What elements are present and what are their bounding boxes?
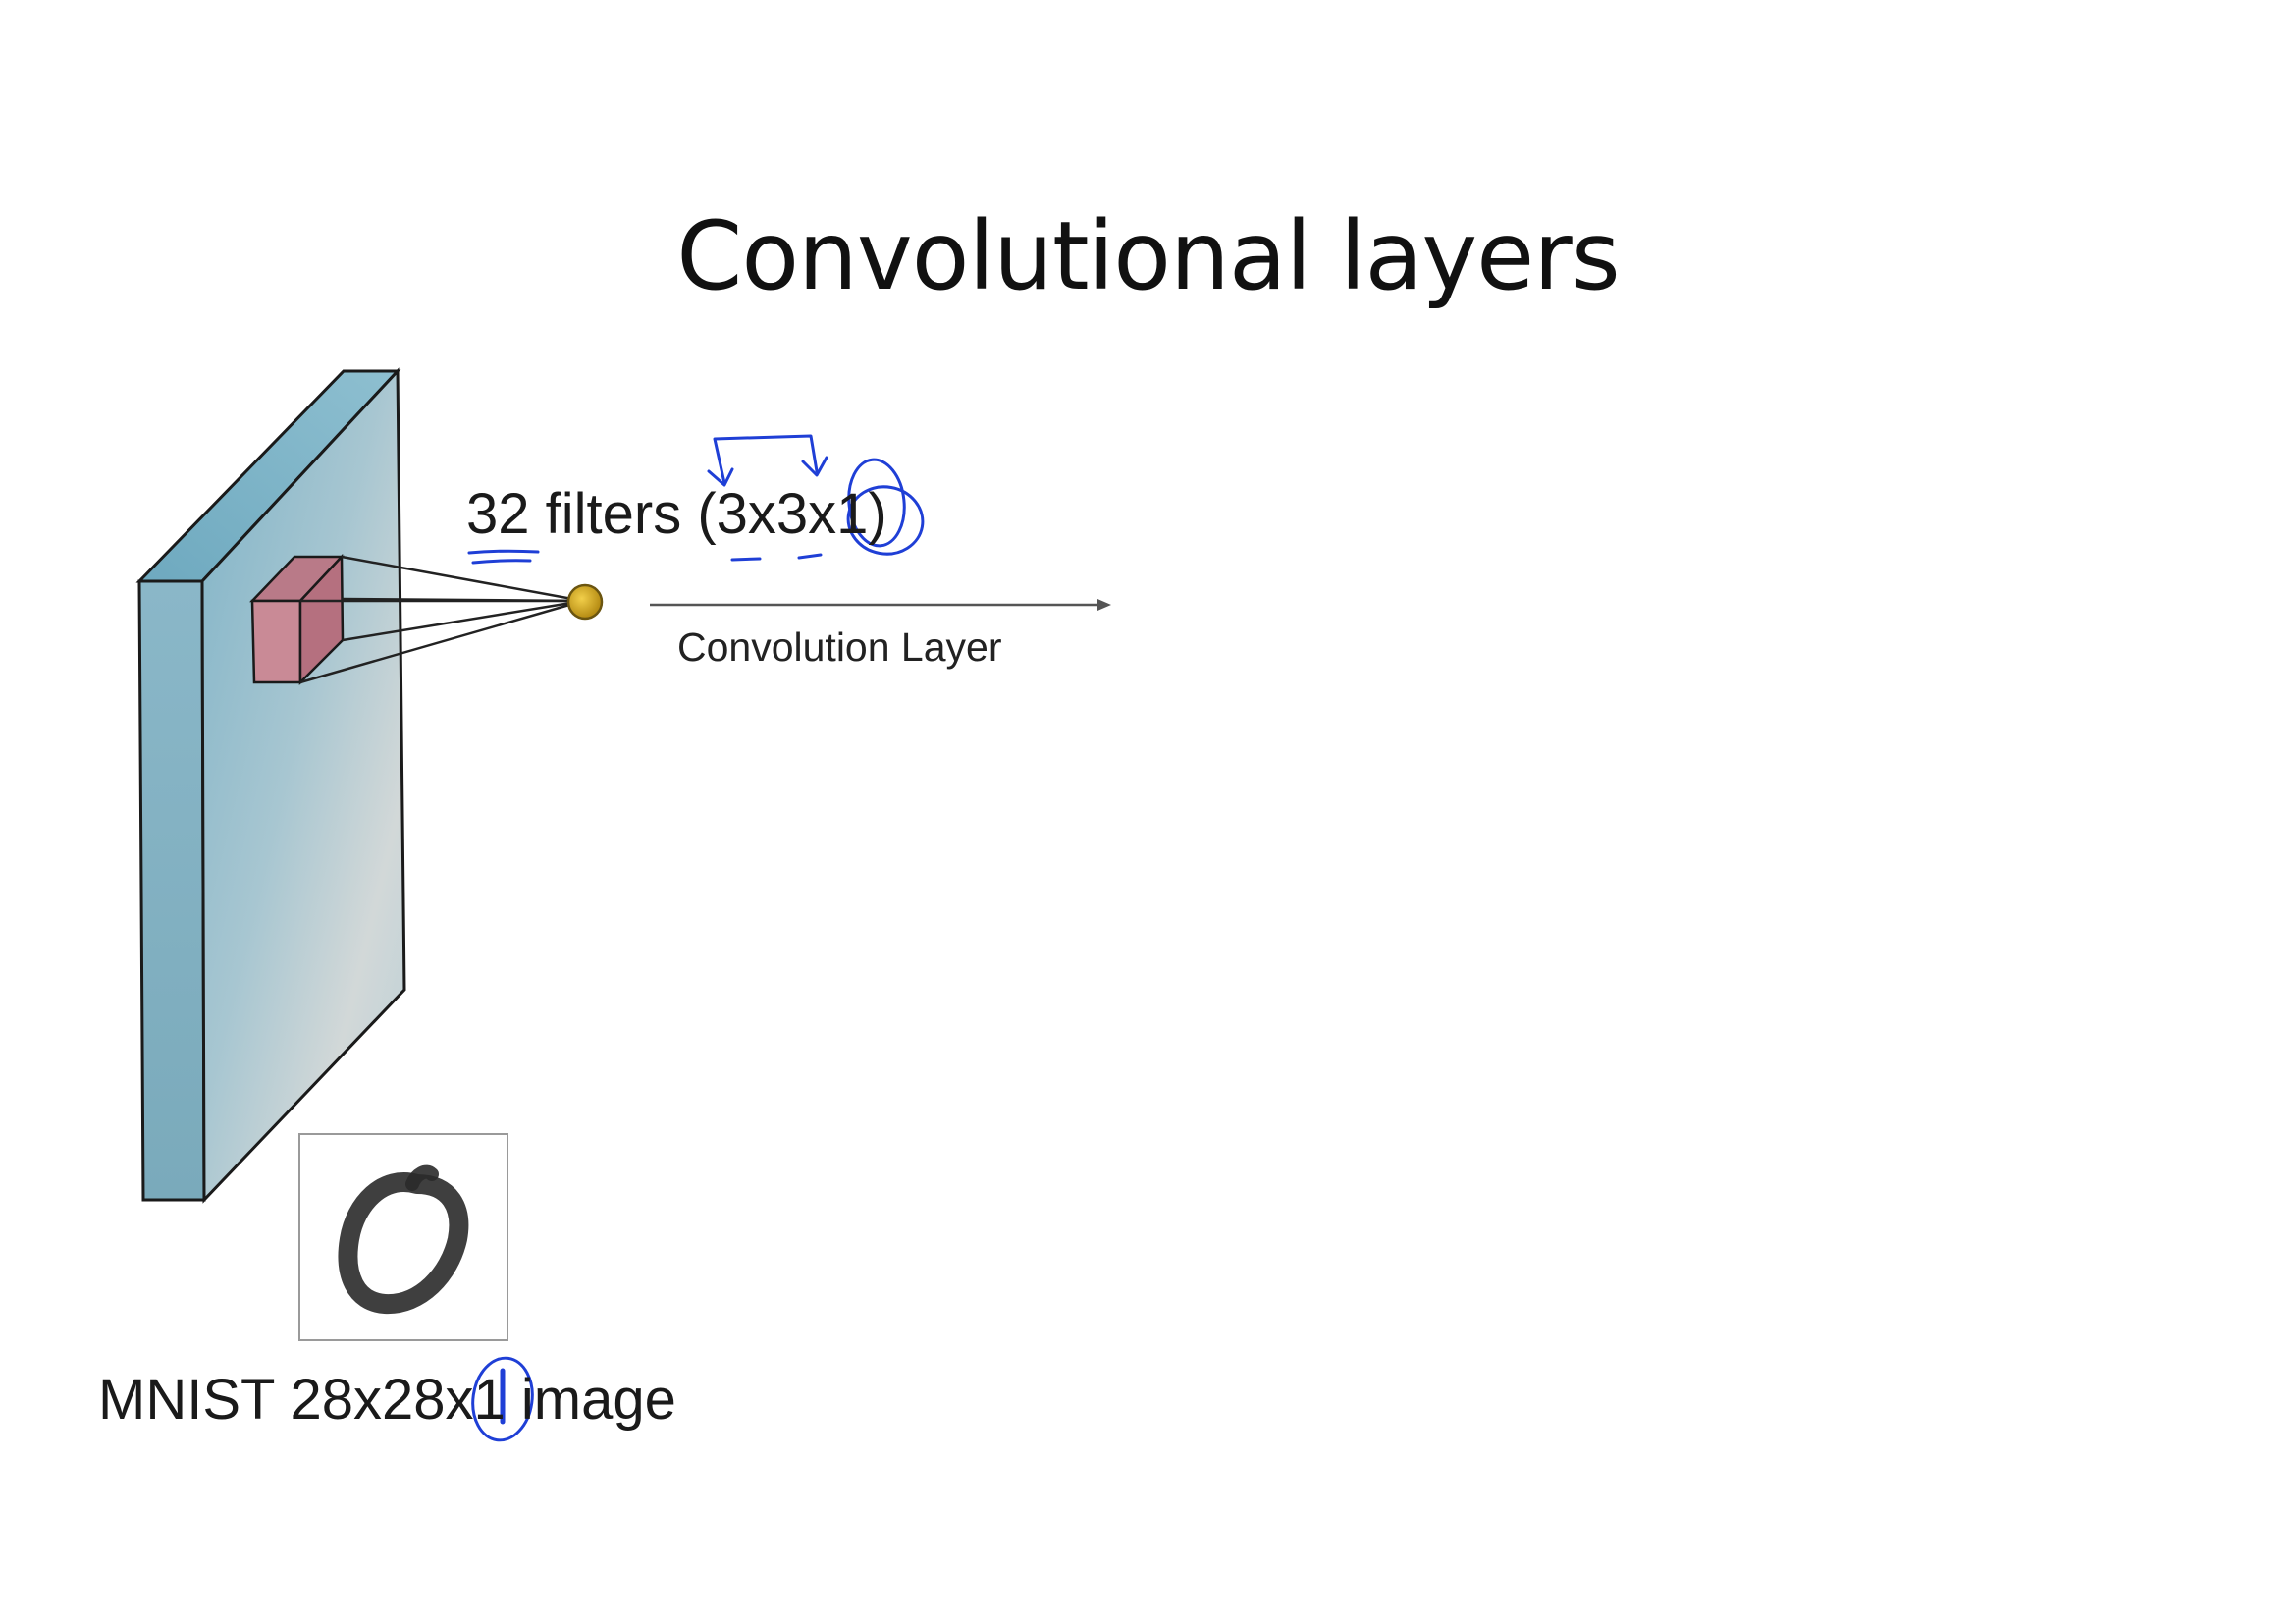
underline-32 <box>467 549 540 555</box>
circle-depth-filter-outer <box>846 485 925 556</box>
input-volume-front-face <box>200 367 406 1204</box>
handwritten-annotations <box>467 434 925 1442</box>
input-volume <box>135 367 406 1204</box>
underline-32-second <box>471 559 532 565</box>
connection-lines <box>299 555 584 684</box>
slide-title: Convolutional layers <box>676 201 1620 311</box>
filters-label: 32 filters (3x3x1) <box>466 482 887 546</box>
convolution-layer-label: Convolution Layer <box>677 624 1002 670</box>
receptive-field-front <box>250 599 302 684</box>
bracket-arrowhead-left <box>707 467 734 487</box>
circle-depth-filter <box>847 458 906 548</box>
layer-arrow <box>650 599 1111 611</box>
bracket-arrow-3x3 <box>713 434 819 485</box>
input-volume-left-side <box>137 579 206 1202</box>
input-image-label: MNIST 28x28x1 image <box>98 1368 676 1432</box>
mnist-digit-thumbnail <box>298 1133 508 1341</box>
handwritten-zero-icon <box>338 1164 469 1315</box>
circle-depth-input <box>471 1356 534 1442</box>
dash-under-second-3 <box>797 553 823 560</box>
dash-under-first-3 <box>730 557 762 562</box>
neuron-node <box>566 583 604 621</box>
bracket-arrowhead-right <box>801 456 828 477</box>
